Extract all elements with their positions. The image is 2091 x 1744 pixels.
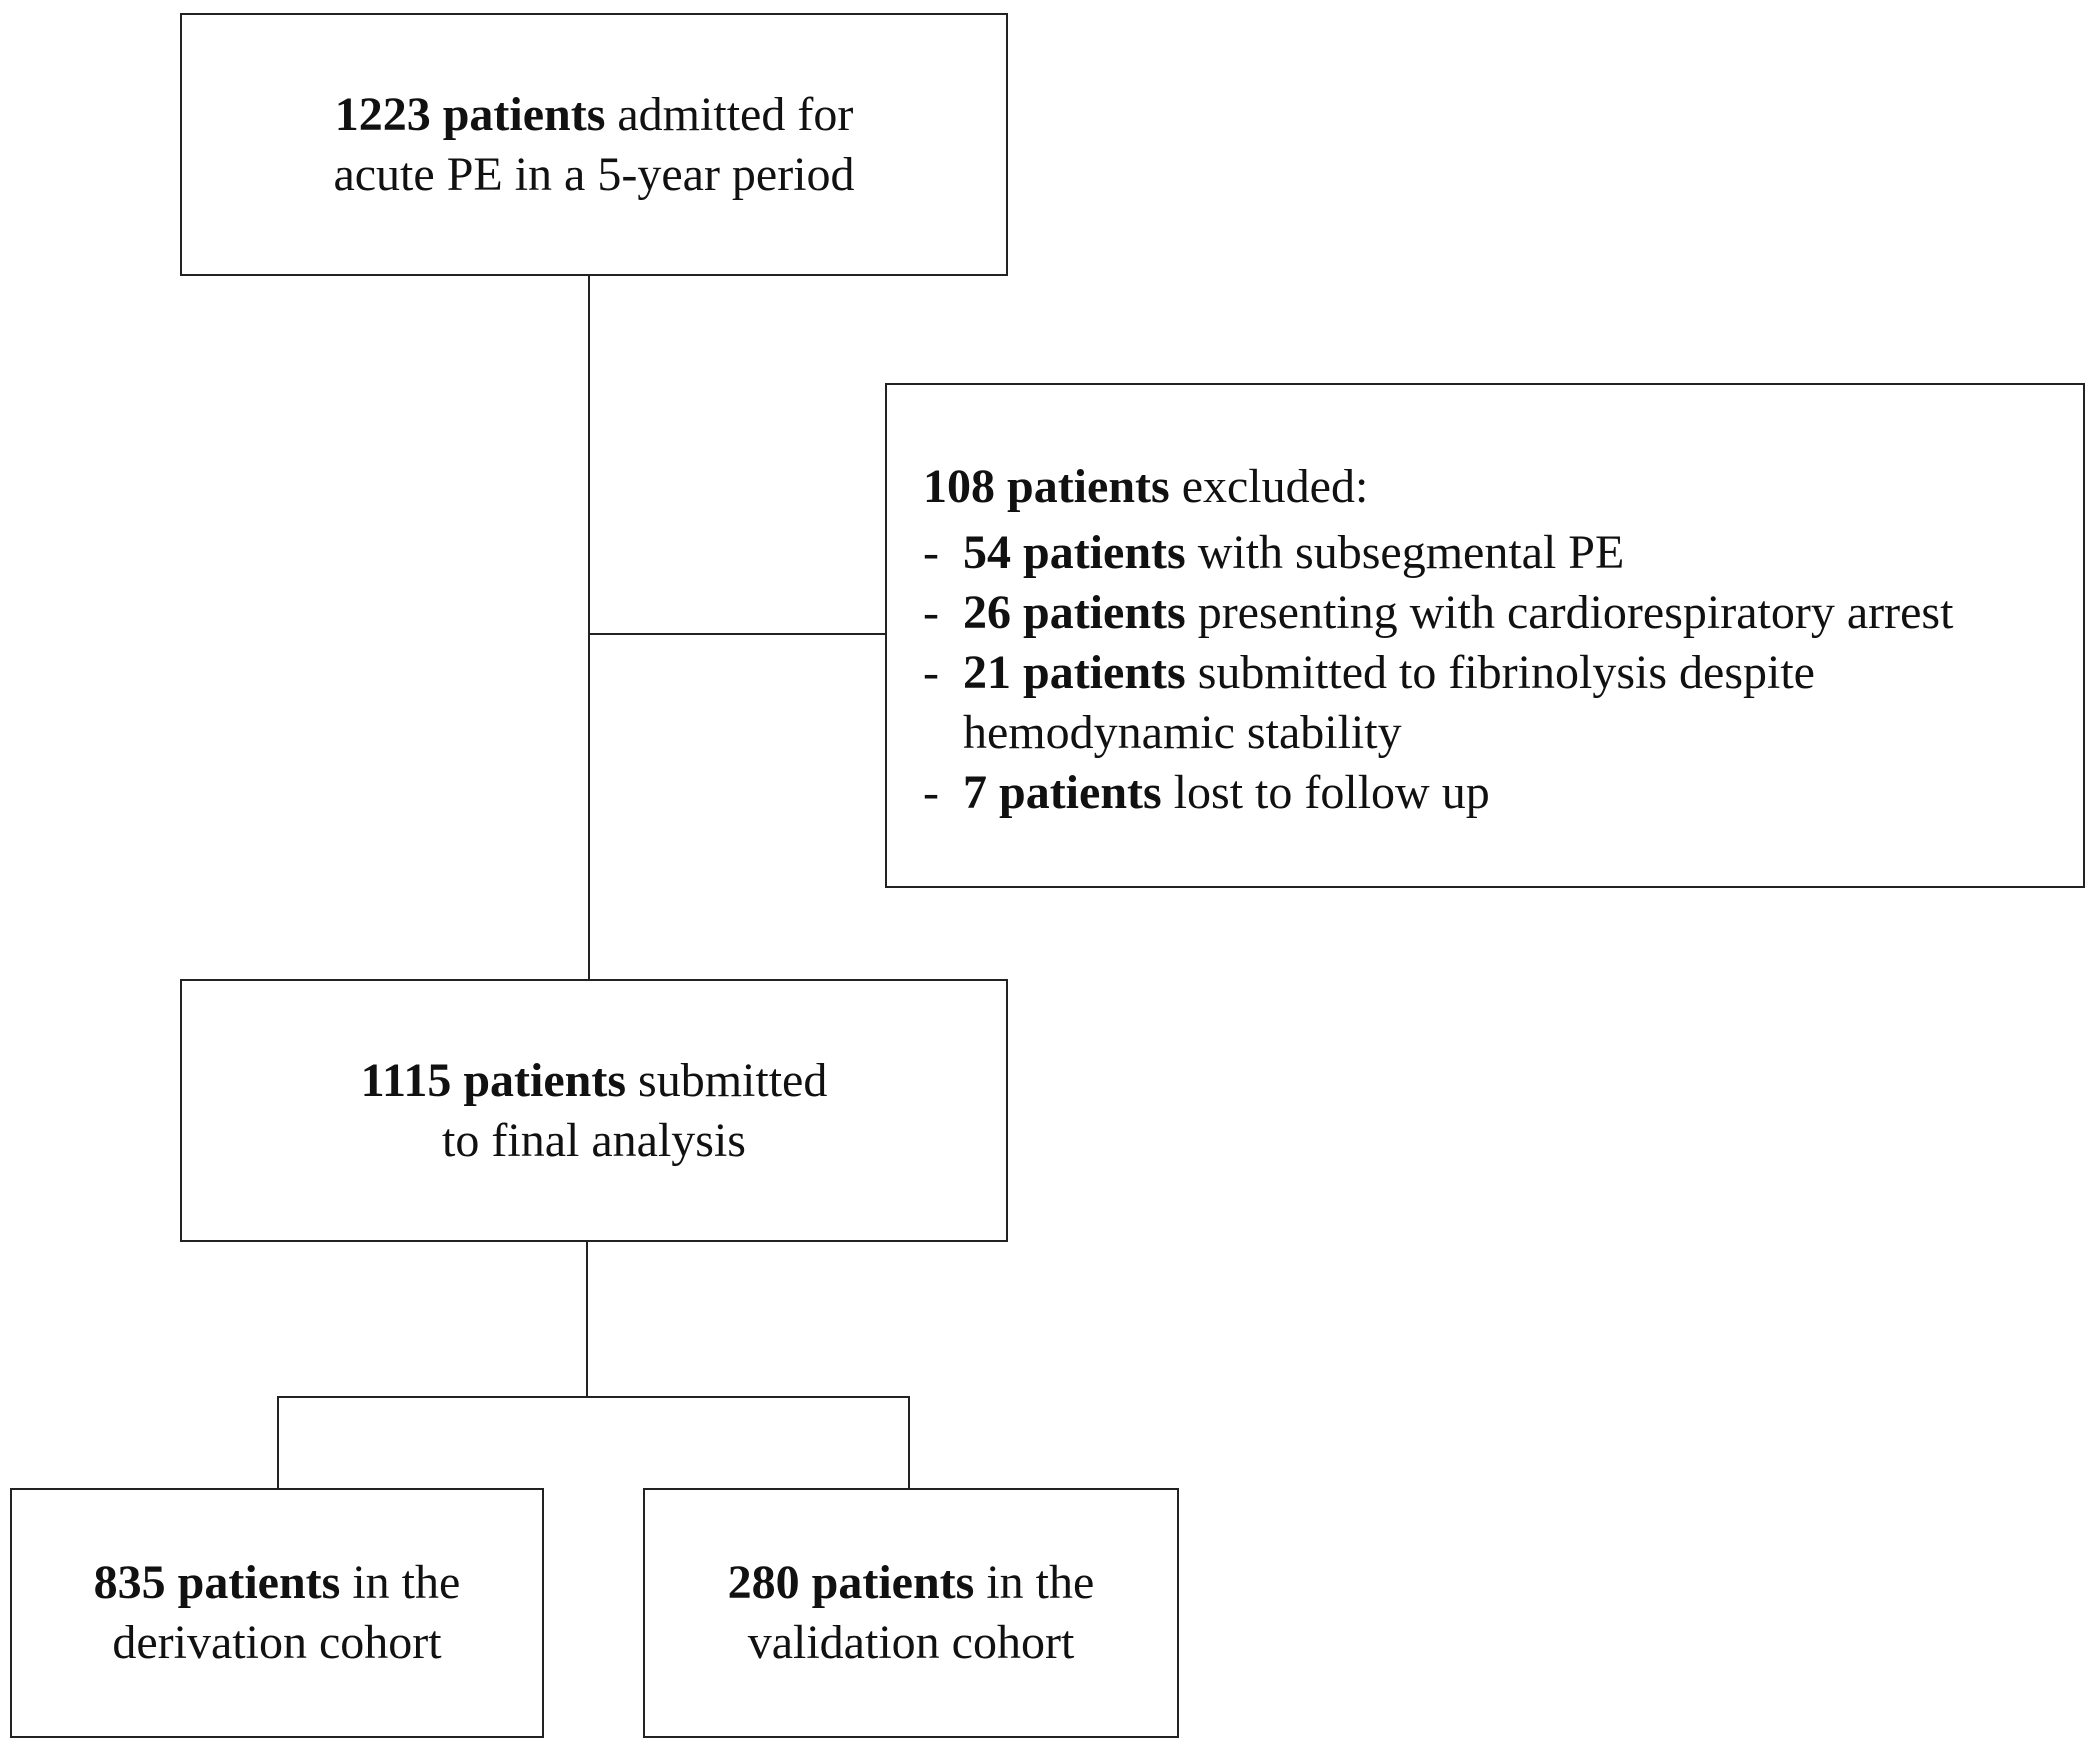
exclusion-item: - 26 patients presenting with cardioresp… <box>923 583 2063 643</box>
derivation-line2: derivation cohort <box>112 1616 442 1669</box>
final-analysis-box: 1115 patients submitted to final analysi… <box>180 979 1008 1242</box>
exclusion-item: - 54 patients with subsegmental PE <box>923 523 2063 583</box>
bullet-dash: - <box>923 526 939 579</box>
final-analysis-count: 1115 patients <box>360 1053 627 1107</box>
exclusion-item: - 21 patients submitted to fibrinolysis … <box>923 643 2063 763</box>
validation-count: 280 patients <box>727 1556 975 1609</box>
connector-top-to-middle <box>588 276 590 979</box>
final-analysis-line2: to final analysis <box>442 1113 746 1167</box>
connector-middle-down <box>586 1242 588 1397</box>
excluded-count: 108 patients <box>923 460 1170 513</box>
exclusion-count: 26 patients <box>963 586 1186 639</box>
exclusion-reason-continued: hemodynamic stability <box>963 706 1402 759</box>
connector-to-excluded <box>588 633 885 635</box>
derivation-cohort-box: 835 patients in the derivation cohort <box>10 1488 544 1738</box>
validation-line2: validation cohort <box>747 1616 1075 1669</box>
admitted-patients-box: 1223 patients admitted for acute PE in a… <box>180 13 1008 276</box>
bullet-dash: - <box>923 646 939 699</box>
connector-to-derivation <box>277 1396 279 1488</box>
exclusion-reason: presenting with cardiorespiratory arrest <box>1185 586 1954 639</box>
exclusion-count: 54 patients <box>963 526 1186 579</box>
exclusion-reason: lost to follow up <box>1161 766 1490 819</box>
derivation-count: 835 patients <box>93 1556 341 1609</box>
excluded-header: 108 patients excluded: <box>923 457 2063 517</box>
admitted-patients-text: 1223 patients admitted for acute PE in a… <box>333 85 854 205</box>
validation-cohort-text: 280 patients in the validation cohort <box>728 1553 1095 1673</box>
exclusion-count: 7 patients <box>963 766 1162 819</box>
connector-split-horizontal <box>277 1396 910 1398</box>
exclusion-reason: with subsegmental PE <box>1185 526 1625 579</box>
connector-to-validation <box>908 1396 910 1488</box>
excluded-label: excluded: <box>1169 460 1369 513</box>
bullet-dash: - <box>923 766 939 819</box>
admitted-count: 1223 patients <box>334 87 606 141</box>
bullet-dash: - <box>923 586 939 639</box>
derivation-line1: in the <box>340 1556 461 1609</box>
exclusion-item: - 7 patients lost to follow up <box>923 763 2063 823</box>
exclusion-reason: submitted to fibrinolysis despite <box>1185 646 1815 699</box>
final-analysis-text: 1115 patients submitted to final analysi… <box>361 1051 828 1171</box>
validation-line1: in the <box>974 1556 1095 1609</box>
admitted-line1: admitted for <box>605 87 854 141</box>
admitted-line2: acute PE in a 5-year period <box>333 147 855 201</box>
excluded-patients-box: 108 patients excluded: - 54 patients wit… <box>885 383 2085 888</box>
derivation-cohort-text: 835 patients in the derivation cohort <box>94 1553 461 1673</box>
validation-cohort-box: 280 patients in the validation cohort <box>643 1488 1179 1738</box>
final-analysis-line1: submitted <box>626 1053 828 1107</box>
exclusion-count: 21 patients <box>963 646 1186 699</box>
